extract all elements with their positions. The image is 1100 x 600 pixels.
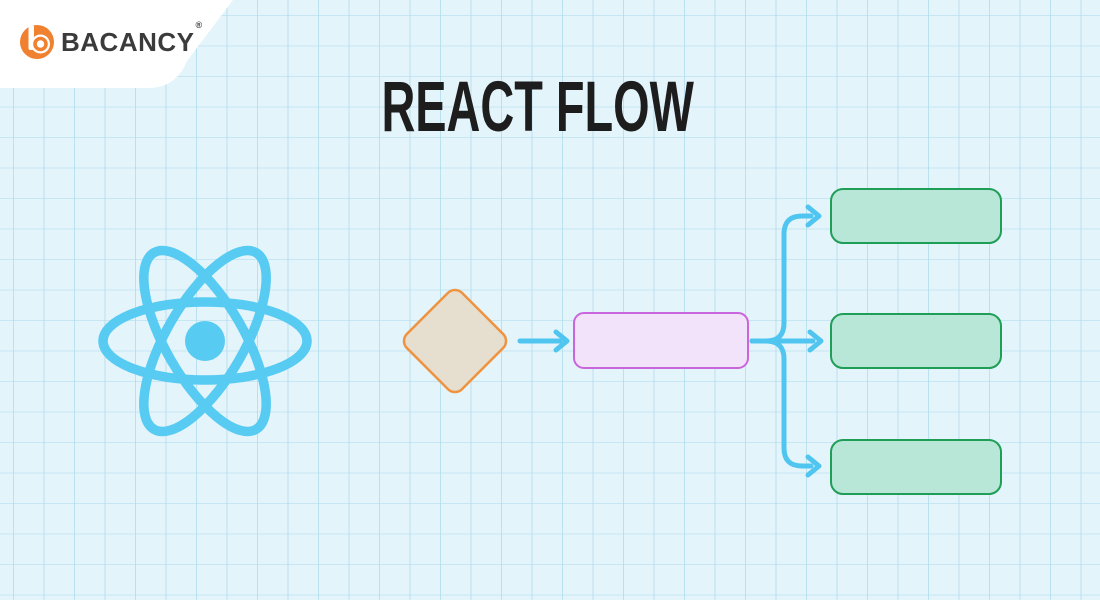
edge-process-output1	[749, 213, 814, 344]
arrowhead-right-icon	[805, 204, 822, 228]
output-node-2	[830, 313, 1002, 369]
arrowhead-right-icon	[553, 329, 570, 353]
bacancy-logo-text: BACANCY®	[61, 20, 203, 57]
bacancy-logo-icon	[20, 25, 54, 59]
arrowhead-right-icon	[805, 454, 822, 478]
edge-group	[517, 204, 824, 478]
title-wrap: REACT FLOW	[0, 72, 1076, 143]
decision-node	[402, 288, 508, 394]
react-logo-icon	[98, 245, 312, 437]
process-node	[573, 312, 749, 369]
bacancy-logo: BACANCY®	[20, 20, 203, 59]
edge-process-output3	[749, 338, 814, 469]
output-node-1	[830, 188, 1002, 244]
arrowhead-right-icon	[807, 329, 824, 353]
header-card	[0, 0, 233, 88]
registered-mark: ®	[195, 20, 203, 30]
page-title: REACT FLOW	[381, 68, 695, 147]
header-card-shape	[0, 0, 233, 88]
react-nucleus	[185, 321, 225, 361]
output-node-3	[830, 439, 1002, 495]
